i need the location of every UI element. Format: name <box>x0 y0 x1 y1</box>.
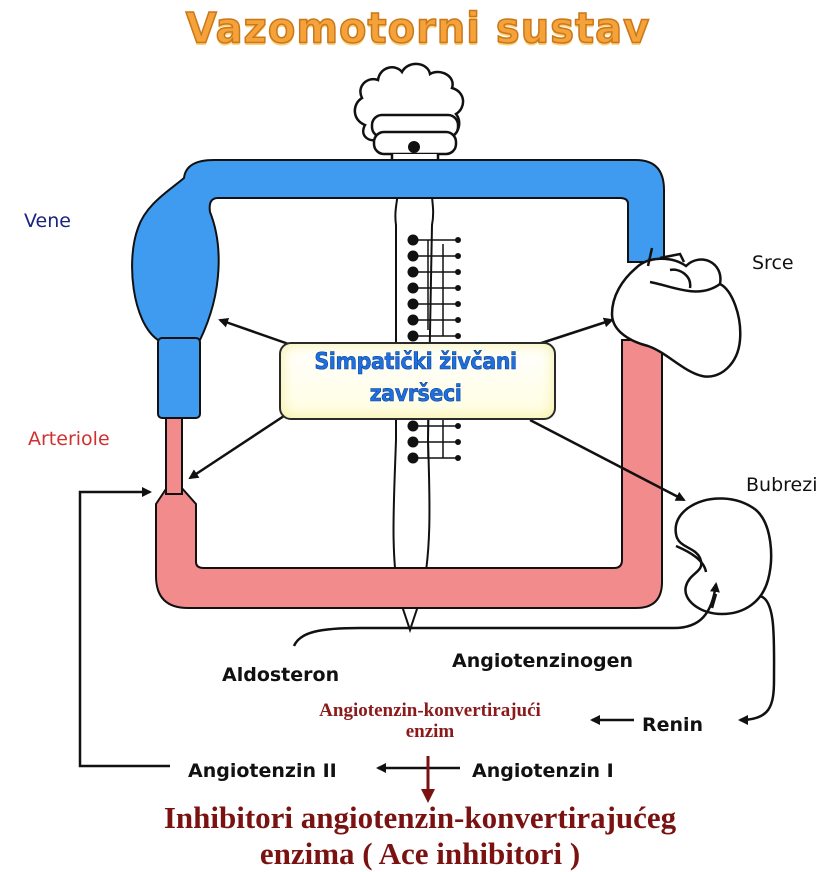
label-vene: Vene <box>24 210 71 232</box>
label-ace-enzyme: Angiotenzin-konvertirajući enzim <box>250 700 610 742</box>
sympathetic-line-1: Simpatički živčani <box>314 349 517 376</box>
label-renin: Renin <box>642 714 704 736</box>
vein-vessel <box>131 159 665 341</box>
label-angiotenzin-i: Angiotenzin I <box>472 760 614 782</box>
brain-icon <box>353 62 465 170</box>
label-angiotenzin-ii: Angiotenzin II <box>188 760 337 782</box>
venule-vessel <box>157 337 201 419</box>
label-aldosteron: Aldosteron <box>222 664 340 686</box>
label-srce: Srce <box>752 252 794 274</box>
label-arteriole: Arteriole <box>28 428 110 450</box>
sympathetic-endings-box <box>279 342 556 420</box>
label-bubrezi: Bubrezi <box>746 474 818 496</box>
label-angiotenzinogen: Angiotenzinogen <box>452 650 634 672</box>
sympathetic-line-2: završeci <box>369 381 462 408</box>
ace-inhibitors-line-1: Inhibitori angiotenzin-konvertirajućeg <box>163 800 677 835</box>
kidney-icon <box>674 497 773 616</box>
ace-enzyme-line-2: enzim <box>405 721 455 742</box>
label-ace-inhibitors: Inhibitori angiotenzin-konvertirajućeg e… <box>130 800 710 872</box>
ace-enzyme-line-1: Angiotenzin-konvertirajući <box>319 700 541 721</box>
diagram-title: Vazomotorni sustav <box>185 4 651 54</box>
arteriole-vessel <box>165 417 183 495</box>
ace-inhibitors-line-2: enzima ( Ace inhibitori ) <box>259 836 581 871</box>
sympathetic-endings-label: Simpatički živčani završeci <box>293 346 539 410</box>
raas-pathway-lines <box>78 487 776 773</box>
